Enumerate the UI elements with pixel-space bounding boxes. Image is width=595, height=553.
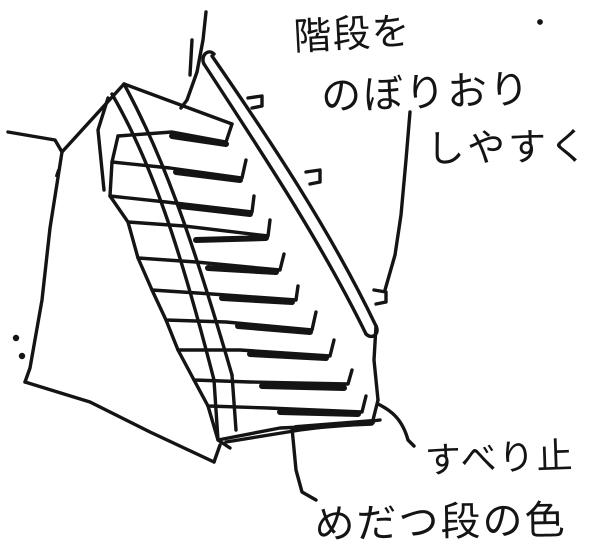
ink-dot — [537, 19, 543, 25]
step-hatching — [169, 133, 375, 431]
label-antislip: すべり止 — [424, 435, 576, 482]
right-handrail — [201, 50, 388, 402]
pointer-line-right — [383, 110, 412, 292]
pointer-line-antislip — [376, 402, 416, 448]
title-line-3: しやすく — [426, 124, 591, 171]
stair-side-wall — [6, 82, 222, 464]
ink-dot — [12, 334, 20, 342]
ink-dot — [18, 352, 26, 360]
title-line-2: のぼりおり — [320, 66, 532, 120]
pointer-line-color — [290, 426, 318, 502]
label-step-color: めだつ段の色 — [314, 497, 567, 548]
pointer-line-top — [179, 10, 208, 110]
pointer-tick-left — [188, 38, 194, 77]
title-line-1: 階段を — [292, 8, 412, 59]
